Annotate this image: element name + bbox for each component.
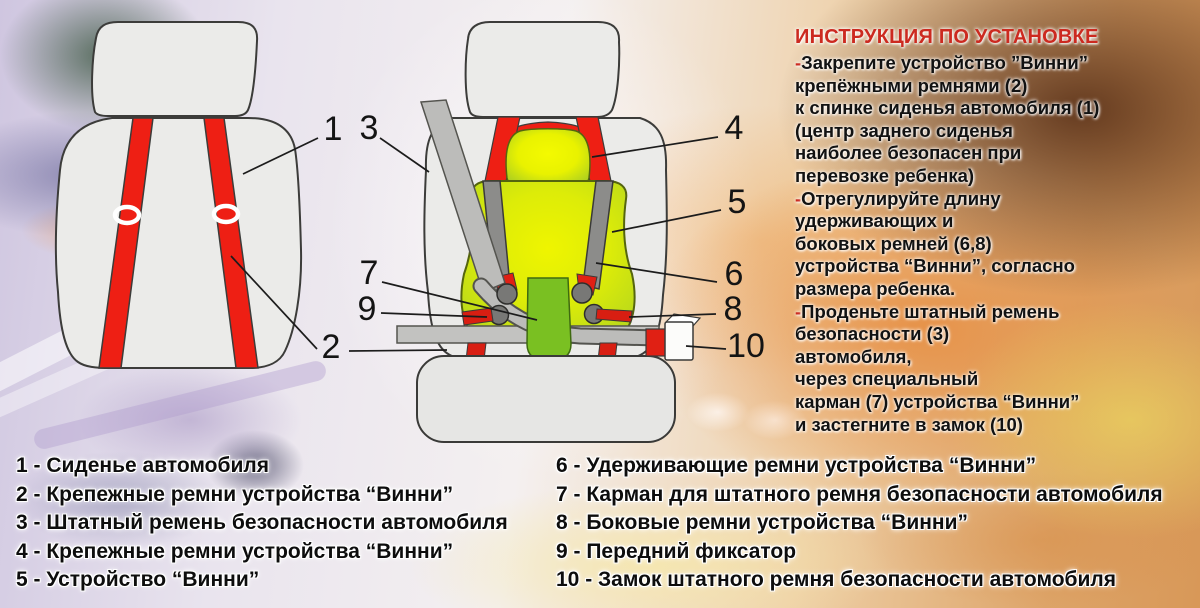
- car-seat-back: [54, 117, 303, 369]
- red-dash: -: [795, 300, 802, 322]
- device-installation-diagram: 3 4 5 6 7 9 8 10: [348, 21, 765, 443]
- instruction-text: крепёжными ремнями (2): [795, 74, 1028, 96]
- instruction-line: -Отрегулируйте длину: [795, 188, 1197, 211]
- instruction-text: автомобиля,: [795, 345, 912, 367]
- instruction-text: Отрегулируйте длину: [801, 187, 1001, 209]
- instruction-line: перевозке ребенка): [795, 165, 1197, 188]
- instruction-text: перевозке ребенка): [795, 164, 975, 186]
- legend-item-3: 3 - Штатный ремень безопасности автомоби…: [16, 511, 508, 534]
- instruction-line: крепёжными ремнями (2): [795, 75, 1197, 98]
- callout-5: 5: [728, 183, 747, 221]
- instruction-line: и застегните в замок (10): [795, 414, 1197, 437]
- strap-adjuster-ring-left: [112, 204, 142, 226]
- instruction-text: наиболее безопасен при: [795, 142, 1022, 164]
- callout-2: 2: [322, 328, 341, 366]
- seat-cushion: [416, 355, 676, 443]
- callout-4: 4: [725, 109, 744, 147]
- strap-adjuster-ring-right: [211, 203, 241, 225]
- instruction-line: размера ребенка.: [795, 278, 1197, 301]
- instruction-text: (центр заднего сиденья: [795, 119, 1013, 141]
- instructions-title: ИНСТРУКЦИЯ ПО УСТАНОВКЕ: [795, 26, 1099, 48]
- callout-8: 8: [724, 290, 743, 328]
- leader-line-5: [611, 209, 722, 233]
- instruction-text: размера ребенка.: [795, 277, 956, 299]
- car-seat-headrest: [91, 21, 259, 117]
- shoulder-belt: [419, 99, 506, 293]
- fixator-bolt: [496, 283, 518, 305]
- device-headrest: [505, 128, 591, 186]
- legend-item-1: 1 - Сиденье автомобиля: [16, 454, 269, 477]
- instruction-line: -Закрепите устройство ”Винни”: [795, 52, 1197, 75]
- instruction-line: наиболее безопасен при: [795, 142, 1197, 165]
- buckle-body: [664, 321, 694, 361]
- callout-9: 9: [358, 290, 377, 328]
- leader-line-9: [380, 312, 488, 318]
- legend-item-4: 4 - Крепежные ремни устройства “Винни”: [16, 539, 454, 563]
- instruction-line: к спинке сиденья автомобиля (1): [795, 97, 1197, 120]
- callout-6: 6: [725, 255, 744, 293]
- legend-item-10: 10 - Замок штатного ремня безопасности а…: [556, 568, 1117, 591]
- fixator-bolt: [571, 282, 593, 304]
- instruction-text: Закрепите устройство ”Винни”: [801, 52, 1088, 73]
- leader-line-10: [685, 345, 727, 350]
- seat-back-straps-diagram: 1 2: [54, 21, 343, 369]
- side-strap-right: [595, 308, 633, 323]
- attachment-strap-left: [98, 117, 154, 369]
- leader-line-3: [379, 137, 430, 173]
- instruction-line: -Проденьте штатный ремень: [795, 301, 1197, 324]
- instruction-line: (центр заднего сиденья: [795, 120, 1197, 143]
- leader-line-1: [242, 137, 319, 175]
- legend-item-6: 6 - Удерживающие ремни устройства “Винни…: [556, 454, 1037, 477]
- callout-10: 10: [727, 327, 765, 365]
- instruction-text: к спинке сиденья автомобиля (1): [795, 97, 1100, 119]
- callout-7: 7: [360, 254, 379, 292]
- callout-3: 3: [360, 109, 379, 147]
- legend-left-column: 1 - Сиденье автомобиля 2 - Крепежные рем…: [16, 452, 508, 595]
- instruction-line: боковых ремней (6,8): [795, 233, 1197, 256]
- legend-item-9: 9 - Передний фиксатор: [556, 539, 797, 563]
- callout-1: 1: [324, 110, 343, 148]
- instruction-line: карман (7) устройства “Винни”: [795, 391, 1197, 414]
- leader-line-6: [595, 262, 718, 283]
- instruction-text: карман (7) устройства “Винни”: [795, 390, 1080, 412]
- instruction-line: устройства “Винни”, согласно: [795, 255, 1197, 278]
- belt-tongue: [645, 328, 667, 357]
- red-dash: -: [795, 52, 802, 73]
- instruction-text: удерживающих и: [795, 210, 954, 232]
- instruction-line: через специальный: [795, 368, 1197, 391]
- instruction-line: автомобиля,: [795, 346, 1197, 369]
- instruction-text: устройства “Винни”, согласно: [795, 255, 1075, 277]
- red-dash: -: [795, 187, 802, 209]
- installation-instructions: ИНСТРУКЦИЯ ПО УСТАНОВКЕ -Закрепите устро…: [795, 26, 1197, 436]
- leader-line-4: [591, 136, 719, 158]
- instruction-text: Проденьте штатный ремень: [801, 300, 1060, 322]
- leader-line-2b: [348, 349, 448, 352]
- legend-right-column: 6 - Удерживающие ремни устройства “Винни…: [556, 452, 1163, 595]
- leader-line-2: [230, 255, 318, 350]
- leader-line-8: [628, 313, 717, 318]
- car-seat-headrest: [464, 21, 621, 118]
- leader-line-7: [381, 281, 538, 321]
- instruction-line: безопасности (3): [795, 323, 1197, 346]
- instruction-text: и застегните в замок (10): [795, 413, 1023, 435]
- attachment-strap-right: [203, 117, 259, 369]
- instruction-text: боковых ремней (6,8): [795, 232, 992, 254]
- legend-item-2: 2 - Крепежные ремни устройства “Винни”: [16, 482, 454, 506]
- legend-item-7: 7 - Карман для штатного ремня безопаснос…: [556, 482, 1163, 506]
- instruction-line: удерживающих и: [795, 210, 1197, 233]
- legend-item-5: 5 - Устройство “Винни”: [16, 568, 260, 591]
- retaining-strap-right: [582, 180, 614, 290]
- instruction-text: через специальный: [795, 368, 979, 390]
- legend-item-8: 8 - Боковые ремни устройства “Винни”: [556, 511, 969, 534]
- instruction-text: безопасности (3): [795, 323, 950, 345]
